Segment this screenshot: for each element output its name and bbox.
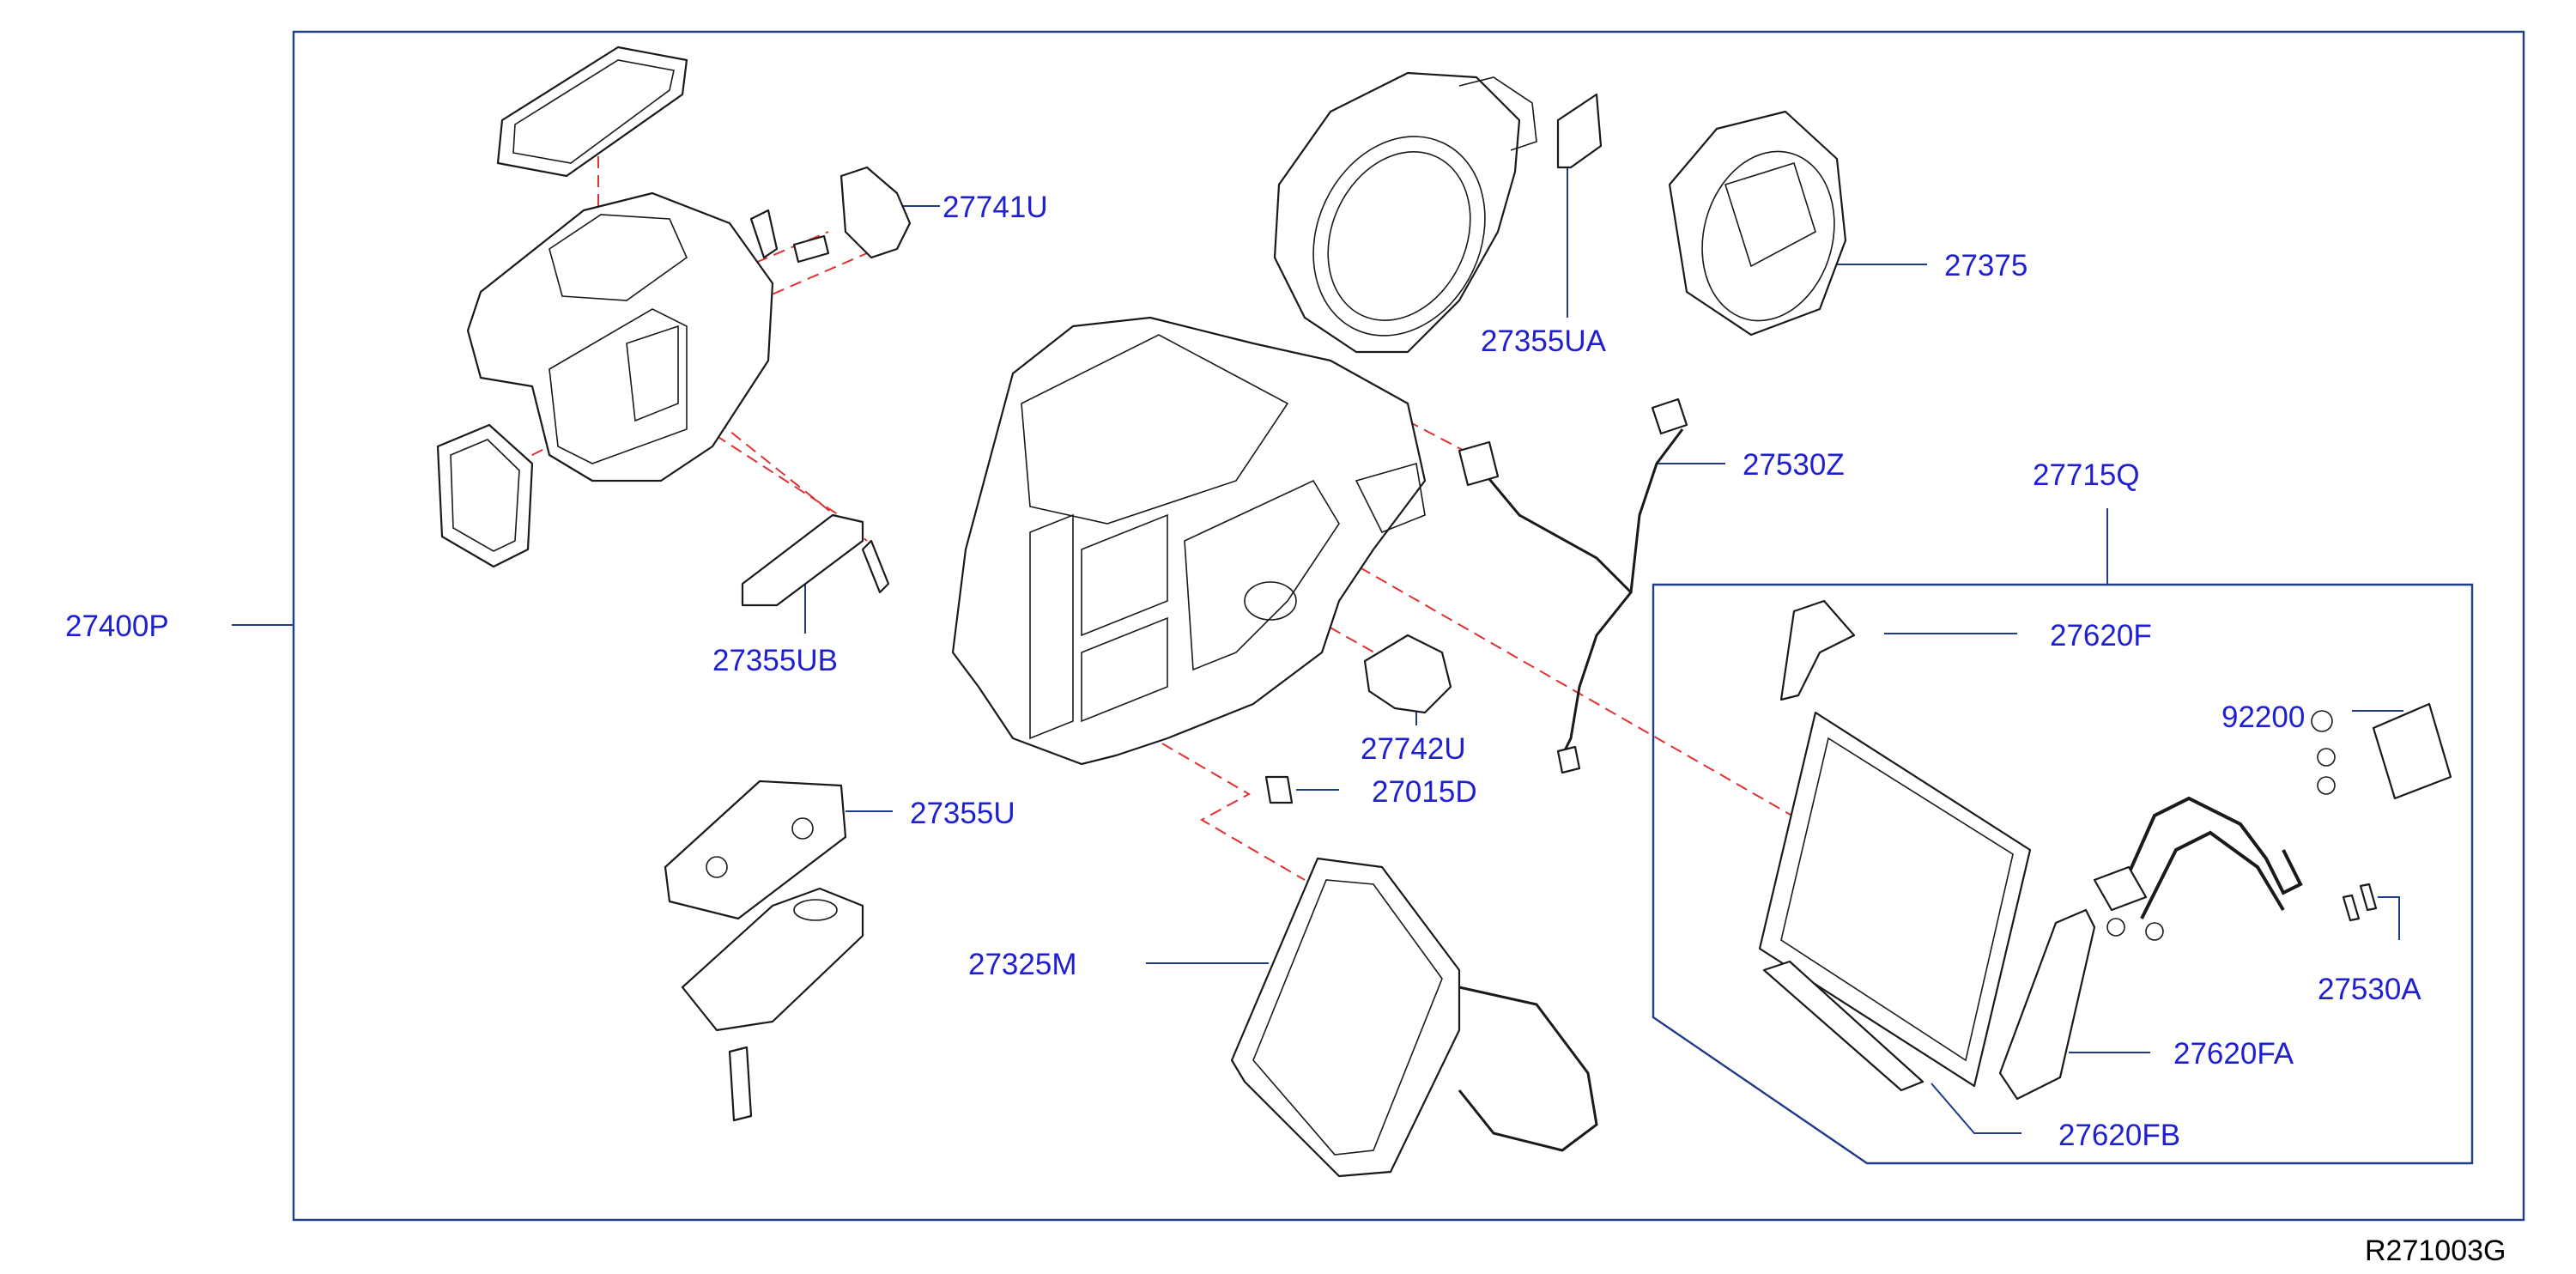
label-27015D: 27015D [1372,775,1477,809]
duct-piece-part [681,887,864,1122]
sensor-27015D-part [1264,775,1294,804]
heater-unit-housing-part [951,316,1427,766]
leader-27620FB [1930,1083,2021,1134]
label-27530A: 27530A [2318,973,2421,1006]
gasket-upper-part [496,46,688,178]
label-27620FA: 27620FA [2173,1037,2294,1071]
label-27620FB: 27620FB [2058,1119,2181,1152]
cover-27620F-part [1779,599,1856,701]
label-27325M: 27325M [968,948,1077,981]
actuator-27742U-part [1363,634,1452,714]
label-27742U: 27742U [1361,732,1466,766]
evaporator-part [1758,711,2032,1092]
evaporator-subframe [1652,583,2474,1165]
label-27741U: 27741U [943,191,1048,224]
heater-core-part [1230,857,1598,1178]
label-27355U: 27355U [910,797,1015,830]
guide-line [1390,411,1473,456]
label-92200: 92200 [2221,701,2306,734]
label-27355UB: 27355UB [712,644,838,677]
label-27375: 27375 [1944,249,2028,282]
harness-27530Z-part [1458,397,1688,774]
label-27355UA: 27355UA [1481,325,1606,358]
intake-case-part [466,191,774,482]
pipe-assembly-part [2093,796,2303,941]
bolts-27530A-part [2342,883,2378,922]
guide-line [1145,733,1306,881]
gasket-lower-part [436,423,534,568]
guide-line [699,424,846,520]
guide-line [1343,557,1808,825]
label-27530Z: 27530Z [1743,448,1845,482]
blower-housing-part [1273,71,1537,354]
leader-27530A [2378,896,2400,940]
blower-fan-part [1668,110,1847,337]
label-27400P: 27400P [65,610,169,643]
label-27715Q: 27715Q [2033,458,2140,492]
guide-line [1312,617,1383,658]
label-27620F: 27620F [2050,619,2152,652]
seal-27620FA-part [1998,908,2096,1101]
plate-27355U-part [664,780,847,920]
diagram-reference-code: R271003G [2365,1235,2506,1267]
bracket-27355UB-part [741,513,890,607]
actuator-27741U-part [749,166,912,264]
bracket-27355UA-part [1556,93,1603,169]
expansion-valve-part [2311,702,2452,800]
